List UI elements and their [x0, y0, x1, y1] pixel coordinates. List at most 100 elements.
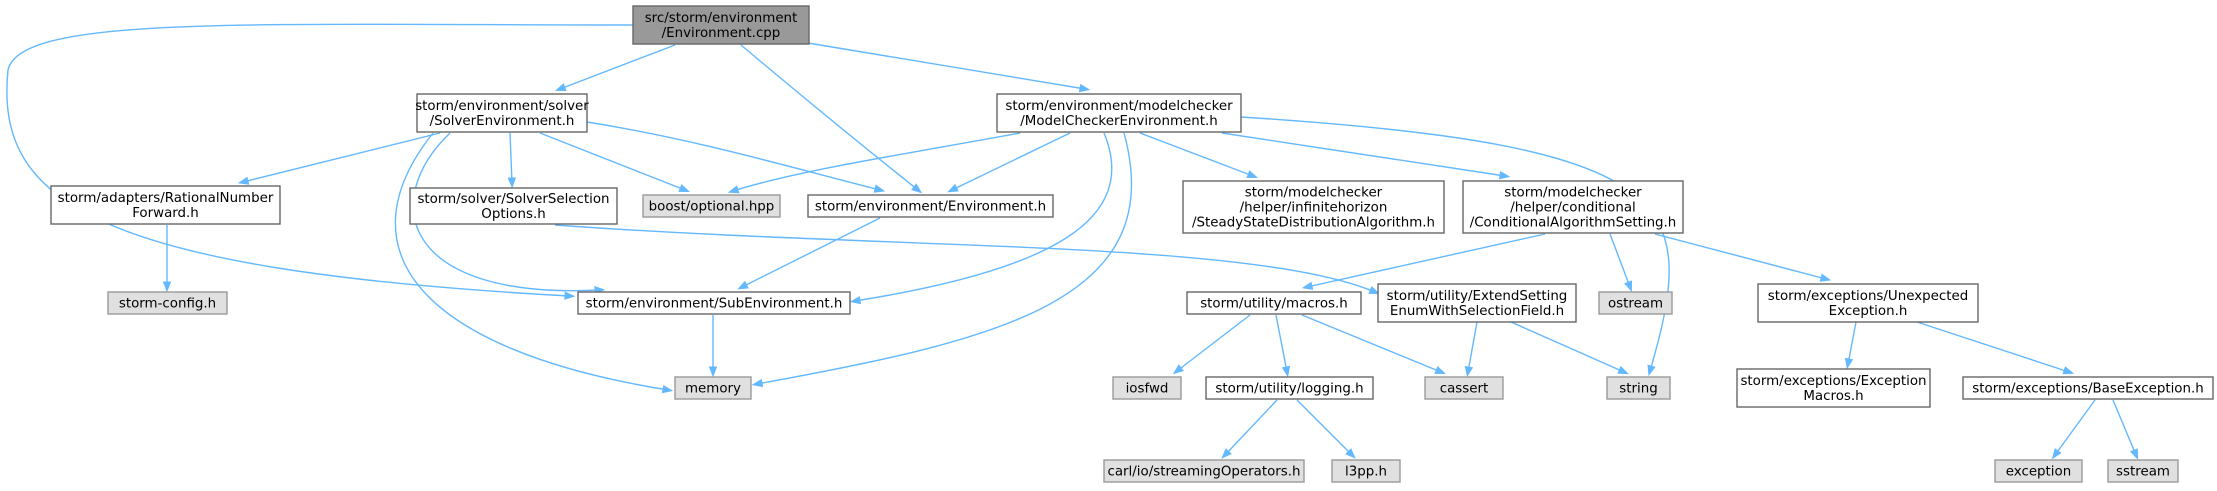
node-root[interactable]: src/storm/environment/Environment.cpp — [632, 5, 810, 45]
node-box — [1103, 459, 1305, 483]
node-extend[interactable]: storm/utility/ExtendSettingEnumWithSelec… — [1377, 283, 1577, 323]
node-label: storm-config.h — [119, 297, 216, 312]
edge-line — [951, 132, 1071, 191]
edge-line — [1609, 233, 1631, 288]
node-box — [996, 93, 1242, 133]
node-cassert[interactable]: cassert — [1424, 376, 1504, 400]
edge-line — [1847, 321, 1857, 365]
edge-solverenv-to-rational — [237, 132, 441, 185]
node-label: storm/environment/SubEnvironment.h — [586, 297, 843, 312]
node-label: storm/adapters/RationalNumber — [58, 191, 274, 206]
node-label: /Environment.cpp — [662, 26, 781, 41]
edge-extend-to-cassert — [1464, 321, 1478, 378]
node-box — [807, 194, 1054, 218]
node-box — [1424, 376, 1504, 400]
edge-solverenv-to-memory — [394, 132, 674, 394]
arrowhead — [911, 183, 923, 194]
node-logging[interactable]: storm/utility/logging.h — [1205, 376, 1374, 400]
node-box — [107, 291, 228, 315]
arrowhead — [2051, 448, 2062, 460]
node-label: storm/utility/logging.h — [1215, 382, 1363, 397]
node-label: Options.h — [481, 207, 545, 222]
node-sstream[interactable]: sstream — [2107, 459, 2179, 483]
arrowhead — [1498, 170, 1511, 180]
node-box — [1757, 283, 1979, 323]
node-label: storm/environment/modelchecker — [1005, 99, 1233, 114]
arrowhead — [2062, 366, 2075, 375]
node-box — [1182, 180, 1445, 234]
node-carl[interactable]: carl/io/streamingOperators.h — [1103, 459, 1305, 483]
node-label: /SteadyStateDistributionAlgorithm.h — [1192, 216, 1435, 231]
node-box — [50, 185, 281, 225]
edge-root-to-subenv — [6, 23, 634, 300]
edge-line — [242, 132, 441, 183]
edge-line — [6, 23, 634, 297]
node-box — [1606, 376, 1671, 400]
node-box — [1962, 376, 2214, 400]
edge-line — [1654, 233, 1827, 280]
arrowhead — [678, 184, 691, 192]
node-label: storm/modelchecker — [1504, 186, 1642, 201]
edge-unexpected-to-excmacros — [1844, 321, 1857, 370]
edge-line — [559, 44, 676, 90]
arrowhead — [1624, 280, 1633, 293]
edge-baseexc-to-sstream — [2112, 399, 2139, 460]
node-envh[interactable]: storm/environment/Environment.h — [807, 194, 1054, 218]
edge-line — [586, 121, 881, 191]
edge-line — [732, 132, 1021, 192]
edge-logging-to-l3pp — [1296, 399, 1356, 459]
node-ostream[interactable]: ostream — [1598, 291, 1673, 315]
node-box — [632, 5, 810, 45]
node-memory[interactable]: memory — [674, 376, 752, 400]
node-iosfwd[interactable]: iosfwd — [1112, 376, 1182, 400]
edge-macros-to-logging — [1275, 314, 1291, 378]
node-box — [1205, 376, 1374, 400]
edge-line — [1240, 116, 1670, 372]
arrowhead — [1434, 365, 1446, 375]
node-solverenv[interactable]: storm/environment/solver/SolverEnvironme… — [415, 93, 589, 133]
node-label: carl/io/streamingOperators.h — [1107, 465, 1300, 480]
node-label: storm/exceptions/BaseException.h — [1972, 382, 2203, 397]
node-string[interactable]: string — [1606, 376, 1671, 400]
edge-mcenv-to-memory — [751, 132, 1133, 388]
node-label: boost/optional.hpp — [649, 200, 775, 215]
arrowhead — [727, 185, 740, 194]
arrowhead — [1078, 83, 1091, 93]
node-box — [1994, 459, 2083, 483]
node-baseexc[interactable]: storm/exceptions/BaseException.h — [1962, 376, 2214, 400]
node-box — [577, 291, 851, 315]
node-cond[interactable]: storm/modelchecker/helper/conditional/Co… — [1462, 180, 1684, 234]
arrowhead — [1301, 281, 1314, 290]
edge-line — [807, 42, 1086, 90]
node-ssd[interactable]: storm/modelchecker/helper/infinitehorizo… — [1182, 180, 1445, 234]
node-stormconfig[interactable]: storm-config.h — [107, 291, 228, 315]
node-macros[interactable]: storm/utility/macros.h — [1186, 291, 1362, 315]
node-mcenv[interactable]: storm/environment/modelchecker/ModelChec… — [996, 93, 1242, 133]
node-box — [2107, 459, 2179, 483]
node-label: Exception.h — [1829, 304, 1908, 319]
node-label: l3pp.h — [1345, 465, 1387, 480]
arrowhead — [708, 366, 718, 378]
arrowhead — [1844, 357, 1854, 370]
arrowhead — [507, 177, 517, 189]
arrowhead — [1345, 448, 1356, 459]
node-subenv[interactable]: storm/environment/SubEnvironment.h — [577, 291, 851, 315]
edge-line — [2112, 399, 2137, 456]
edge-line — [2054, 399, 2096, 456]
edge-mcenv-to-subenv — [849, 132, 1113, 305]
arrowhead — [737, 280, 749, 290]
edge-line — [1510, 321, 1625, 373]
node-label: memory — [685, 382, 741, 397]
node-exception[interactable]: exception — [1994, 459, 2083, 483]
edge-mcenv-to-boostopt — [727, 132, 1021, 194]
node-l3pp[interactable]: l3pp.h — [1331, 459, 1401, 483]
node-boostopt[interactable]: boost/optional.hpp — [642, 194, 781, 218]
node-label: storm/environment/Environment.h — [815, 200, 1046, 215]
edge-line — [394, 132, 669, 391]
arrowhead — [1819, 273, 1832, 282]
node-label: src/storm/environment — [645, 11, 798, 26]
